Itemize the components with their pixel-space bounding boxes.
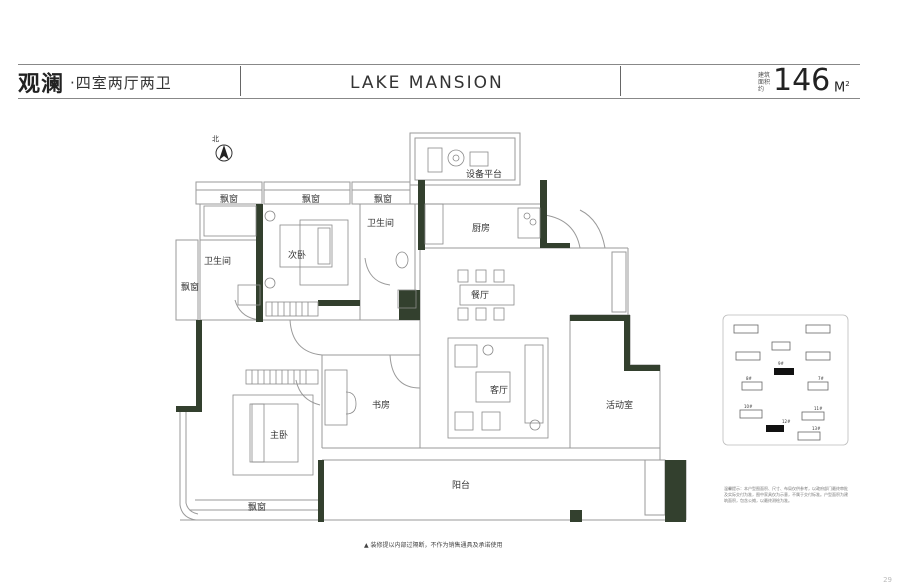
header-top-rule: [18, 64, 860, 65]
area-value: 146: [773, 63, 831, 98]
room-bay-window-2: 飘窗: [302, 195, 321, 205]
header-title: 观澜: [18, 72, 65, 97]
area-label: 建筑面积约: [758, 72, 771, 93]
key-plan: [722, 314, 849, 446]
structural-walls: [176, 180, 686, 522]
room-activity: 活动室: [606, 401, 634, 411]
room-bay-window-3: 飘窗: [374, 195, 393, 205]
project-name: LAKE MANSION: [350, 73, 504, 93]
room-dining: 餐厅: [471, 291, 490, 301]
key-plan-label: 12#: [782, 419, 791, 424]
key-plan-label: 13#: [812, 426, 821, 431]
room-bay-window-bottom: 飘窗: [248, 503, 267, 513]
room-study: 书房: [372, 401, 391, 411]
room-bay-window-left: 飘窗: [181, 283, 200, 293]
disclaimer-text: 温馨提示：本户型图面积、尺寸、布局仅供参考，以政府部门最终审批及实际交付为准，图…: [724, 486, 848, 503]
page-number: 29: [883, 576, 892, 584]
key-plan-label: 10#: [744, 404, 753, 409]
room-bathroom-2: 卫生间: [367, 219, 395, 229]
furniture: [203, 147, 549, 476]
compass-label: 北: [212, 135, 219, 143]
thin-walls: [175, 132, 687, 521]
room-bathroom-1: 卫生间: [204, 257, 232, 267]
room-living: 客厅: [490, 386, 509, 396]
compass-icon: [215, 144, 233, 162]
room-second-bedroom: 次卧: [288, 251, 307, 261]
header-subtitle: ·四室两厅两卫: [70, 74, 172, 92]
area-unit: M2: [834, 80, 850, 96]
key-plan-label: 8#: [746, 376, 752, 381]
room-bay-window-1: 飘窗: [220, 195, 239, 205]
header-bottom-rule: [18, 98, 860, 99]
key-plan-label: 7#: [818, 376, 824, 381]
footer-note: ▲ 装修提以内部过隔断，不作为销售通具及承诺使用: [364, 542, 503, 549]
room-equipment-platform: 设备平台: [466, 170, 503, 180]
key-plan-label: 11#: [814, 406, 823, 411]
room-balcony: 阳台: [452, 481, 471, 491]
header-divider-left: [240, 66, 241, 96]
room-kitchen: 厨房: [472, 224, 491, 234]
key-plan-label: 9#: [778, 361, 784, 366]
room-master-bedroom: 主卧: [270, 431, 289, 441]
header-divider-right: [620, 66, 621, 96]
